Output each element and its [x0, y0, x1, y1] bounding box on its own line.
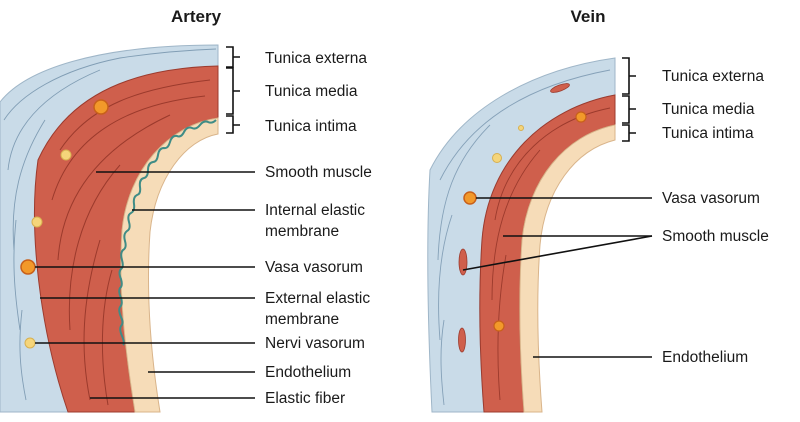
muscle-patch: [550, 83, 570, 93]
vein-bracket-media: [622, 95, 636, 124]
vein-label-endothelium: Endothelium: [662, 349, 748, 366]
vein-externa-muscle-patches: [458, 83, 570, 353]
nervi-dot: [518, 125, 524, 131]
artery-figure: Artery Tunica externa Tunica media Tunic…: [0, 7, 372, 413]
nervi-vasorum-dot: [24, 337, 36, 349]
nervi-vasorum-dot: [31, 216, 43, 228]
artery-bracket-externa: [226, 46, 240, 68]
vein-nervi-dots: [492, 125, 524, 163]
artery-bracket-media: [226, 67, 240, 115]
artery-label-smooth-muscle: Smooth muscle: [265, 164, 372, 181]
vein-externa-fibers: [437, 69, 611, 406]
artery-bracket-intima: [226, 115, 240, 134]
artery-label-internal-elastic-1: Internal elastic: [265, 202, 365, 219]
vein-label-vasa-vasorum: Vasa vasorum: [662, 190, 760, 207]
artery-tunica-intima-layer: [120, 117, 219, 413]
vein-label-tunica-externa: Tunica externa: [662, 68, 764, 85]
artery-label-elastic-fiber: Elastic fiber: [265, 390, 345, 407]
nervi-dot: [492, 153, 502, 163]
artery-label-vasa-vasorum: Vasa vasorum: [265, 259, 363, 276]
artery-muscle-fibers: [51, 79, 211, 406]
artery-labels: Tunica externa Tunica media Tunica intim…: [265, 50, 372, 407]
vein-leader-smooth-muscle-2: [462, 235, 653, 271]
muscle-patch: [458, 327, 466, 353]
artery-title: Artery: [171, 7, 222, 26]
artery-label-internal-elastic-2: membrane: [265, 223, 339, 240]
vein-label-tunica-media: Tunica media: [662, 101, 755, 118]
artery-label-endothelium: Endothelium: [265, 364, 351, 381]
vasa-vasorum-dot: [93, 99, 109, 115]
vein-title: Vein: [571, 7, 606, 26]
vein-bracket-externa: [622, 57, 636, 95]
vasa-vasorum-dot: [493, 320, 505, 332]
vein-tunica-brackets: [622, 57, 636, 142]
vasa-vasorum-dot: [575, 111, 587, 123]
nervi-vasorum-dot: [60, 149, 72, 161]
vein-label-smooth-muscle: Smooth muscle: [662, 228, 769, 245]
vein-labels: Tunica externa Tunica media Tunica intim…: [662, 68, 769, 366]
artery-label-nervi-vasorum: Nervi vasorum: [265, 335, 365, 352]
vein-figure: Vein Tunica externa Tunica media Tunica …: [427, 7, 769, 413]
vein-bracket-intima: [622, 124, 636, 142]
vasa-vasorum-dot: [463, 191, 477, 205]
artery-label-tunica-intima: Tunica intima: [265, 118, 357, 135]
vein-label-tunica-intima: Tunica intima: [662, 125, 754, 142]
vein-tunica-intima-layer: [519, 124, 616, 413]
vein-vasa-vasorum-vessels: [463, 111, 587, 332]
artery-nervi-vasorum: [24, 149, 72, 349]
artery-leader-lines: [35, 171, 255, 399]
artery-label-tunica-media: Tunica media: [265, 83, 358, 100]
muscle-patch: [458, 248, 468, 276]
artery-label-tunica-externa: Tunica externa: [265, 50, 367, 67]
vasa-vasorum-dot: [20, 259, 36, 275]
artery-tunica-brackets: [226, 46, 240, 134]
artery-label-external-elastic-2: membrane: [265, 311, 339, 328]
artery-label-external-elastic-1: External elastic: [265, 290, 370, 307]
vein-leader-lines: [462, 197, 653, 358]
artery-externa-fibers: [3, 48, 217, 401]
